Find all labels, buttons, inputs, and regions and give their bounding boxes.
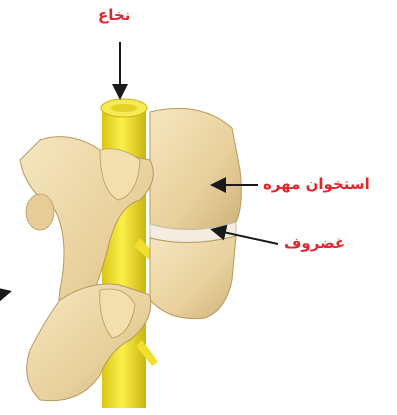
vertebra-label: استخوان مهره xyxy=(263,177,370,192)
left-edge-arrow xyxy=(0,292,8,294)
spinal-cord xyxy=(101,99,147,408)
spinal-cord-label: نخاع xyxy=(98,8,130,23)
disc-label: غضروف xyxy=(284,236,345,251)
